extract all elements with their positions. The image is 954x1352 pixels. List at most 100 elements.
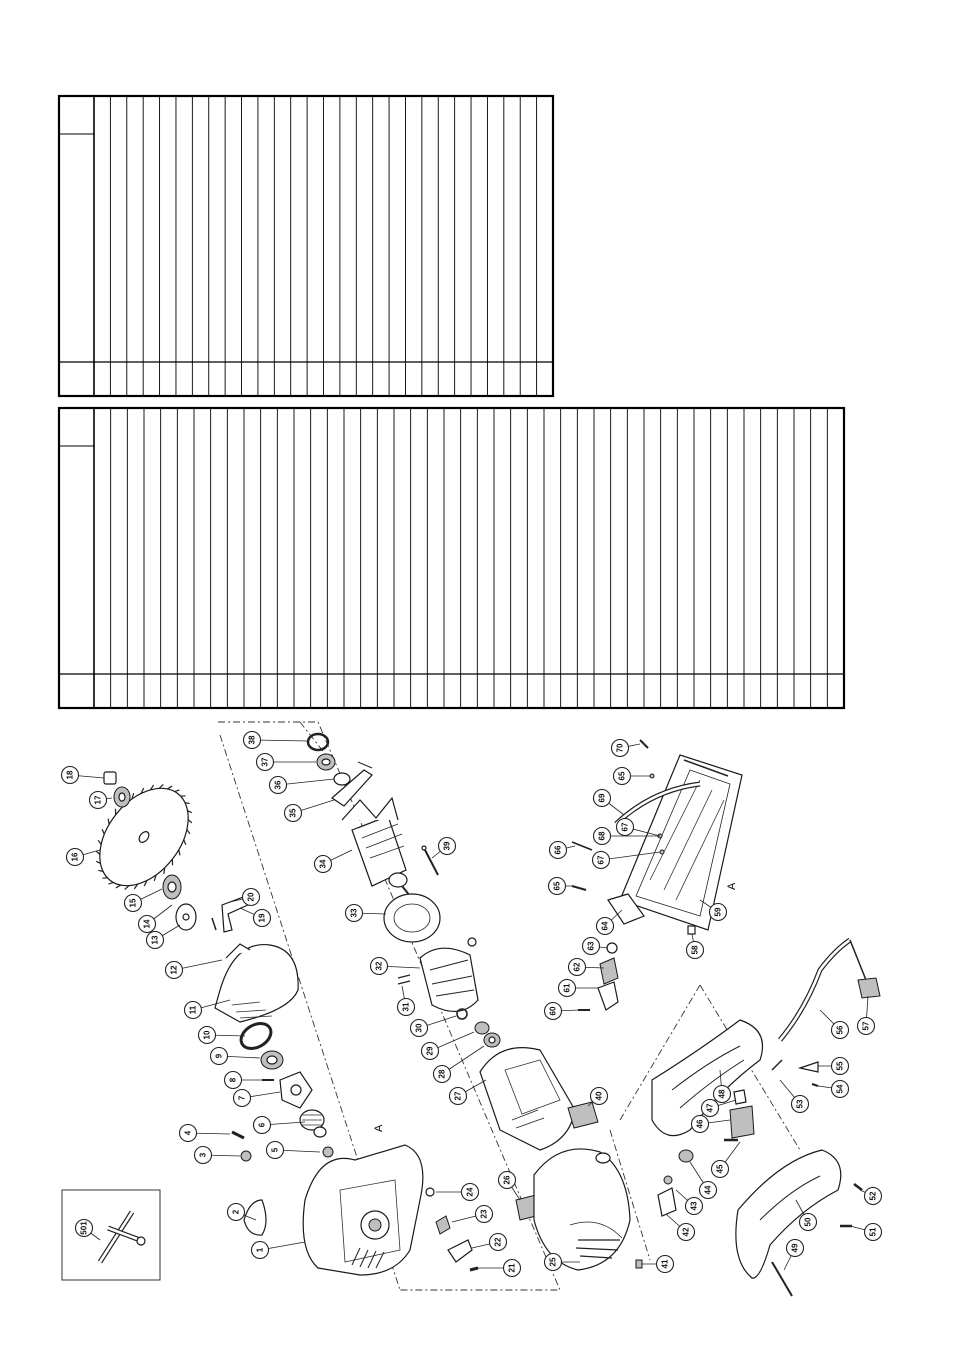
part-callout: 52	[863, 1186, 883, 1206]
part-number: 16	[71, 852, 80, 861]
part-number: 12	[170, 965, 179, 974]
screw-49	[771, 1261, 793, 1297]
part-number: 53	[796, 1099, 805, 1108]
blade-tooth	[184, 802, 190, 805]
part-callout: 44	[698, 1180, 718, 1200]
cord-assembly	[771, 937, 881, 1087]
part-callout: 34	[313, 854, 333, 874]
part-callout: 28	[432, 1064, 452, 1084]
base-plate-59	[619, 754, 743, 931]
blade-tooth	[186, 829, 191, 835]
part-callout: 27	[448, 1086, 468, 1106]
screw-52	[853, 1183, 863, 1191]
upper-parts-table	[57, 94, 555, 398]
part-number: 4	[184, 1130, 193, 1135]
blade-tooth	[163, 867, 166, 874]
part-number: 14	[143, 919, 152, 928]
part-number: 8	[229, 1077, 238, 1082]
brush-holder-35	[331, 761, 373, 807]
label-40	[567, 1101, 599, 1129]
part-callout: 35	[283, 803, 303, 823]
part-callout: 39	[437, 836, 457, 856]
part-number: 43	[690, 1201, 699, 1210]
washer-36	[333, 772, 351, 786]
part-number: 18	[66, 770, 75, 779]
part-number: 69	[598, 793, 607, 802]
part-number: 66	[554, 845, 563, 854]
screw-31	[397, 974, 411, 985]
part-number: 15	[129, 898, 138, 907]
blade-tooth	[149, 784, 155, 791]
saw-base-housing	[302, 1144, 424, 1276]
part-number: 47	[706, 1103, 715, 1112]
blade-tooth	[107, 818, 110, 825]
armature-34	[341, 796, 411, 897]
part-callout: 60	[543, 1001, 563, 1021]
part-callout: 66	[548, 840, 568, 860]
blade-tooth	[115, 884, 121, 889]
part-number: 52	[869, 1191, 878, 1200]
blade-tooth	[108, 881, 114, 885]
bushing-3	[240, 1150, 252, 1162]
part-number: 50	[804, 1217, 813, 1226]
part-number: 67	[621, 822, 630, 831]
part-callout: 67	[591, 850, 611, 870]
part-callout: 16	[65, 847, 85, 867]
part-number: 24	[466, 1187, 475, 1196]
wrench-part	[97, 1210, 146, 1264]
part-callout: 58	[685, 940, 705, 960]
part-number: 44	[704, 1185, 713, 1194]
part-number: 56	[836, 1025, 845, 1034]
switch-parts	[657, 1089, 755, 1217]
part-number: 29	[426, 1046, 435, 1055]
bearing-28	[483, 1032, 501, 1048]
part-number: 60	[549, 1006, 558, 1015]
part-callout: 69	[592, 788, 612, 808]
bearing	[260, 1050, 284, 1070]
blade-tooth	[131, 792, 135, 800]
blade-tooth	[158, 784, 164, 789]
tail-cover-25	[533, 1148, 631, 1271]
lower-blade-guard	[214, 943, 299, 1023]
part-callout: 10	[197, 1025, 217, 1045]
part-number: 58	[691, 945, 700, 954]
bracket-69	[614, 781, 701, 826]
part-callout: 41	[655, 1254, 675, 1274]
part-callout: 55	[830, 1056, 850, 1076]
part-callout: 13	[145, 930, 165, 950]
bearing-29	[474, 1021, 490, 1035]
part-callout: 11	[183, 1000, 203, 1020]
part-callout: 42	[676, 1222, 696, 1242]
part-number: 36	[274, 780, 283, 789]
part-callout: 25	[543, 1252, 563, 1272]
retaining-ring	[239, 1022, 273, 1050]
part-number: 33	[350, 908, 359, 917]
part-number: 6	[258, 1122, 267, 1127]
part-number: 57	[862, 1021, 871, 1030]
part-callout: 67	[615, 817, 635, 837]
part-number: 27	[454, 1091, 463, 1100]
part-callout: 43	[684, 1196, 704, 1216]
part-number: 17	[94, 795, 103, 804]
part-number: 10	[203, 1030, 212, 1039]
part-callout: 19	[252, 908, 272, 928]
motor-housing-27	[479, 1047, 576, 1151]
part-number: 41	[661, 1259, 670, 1268]
part-callout: 501	[74, 1218, 94, 1238]
blade-tooth	[133, 883, 139, 890]
part-number: 46	[696, 1119, 705, 1128]
part-callout: 1	[250, 1240, 270, 1260]
part-callout: 12	[164, 960, 184, 980]
blade-tooth	[187, 819, 193, 824]
part-callout: 57	[856, 1016, 876, 1036]
seal-ring-38	[306, 732, 330, 752]
pin-39	[421, 845, 439, 876]
view-marker-group: A A	[373, 882, 738, 1132]
part-number: 45	[716, 1164, 725, 1173]
part-callout: 49	[785, 1238, 805, 1258]
part-number: 11	[189, 1005, 198, 1014]
blade-tooth	[140, 787, 145, 794]
part-number: 68	[598, 831, 607, 840]
part-callout: 53	[790, 1094, 810, 1114]
